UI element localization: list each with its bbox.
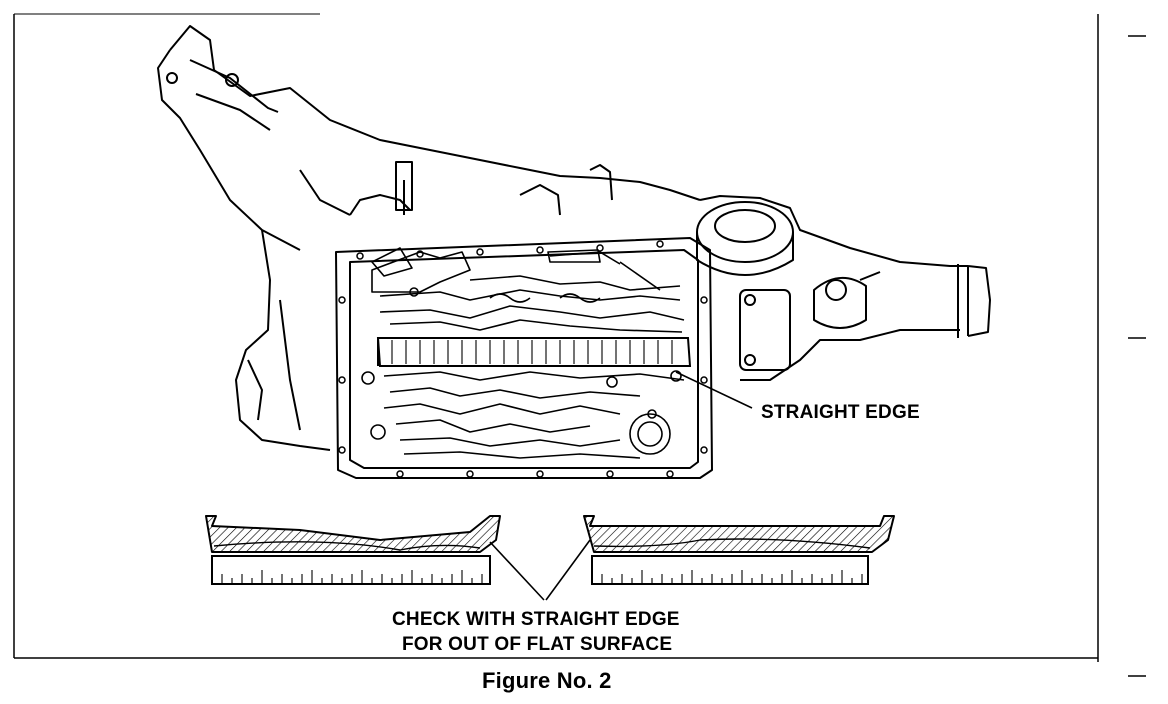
check-leader-lines xyxy=(489,539,591,601)
detail-right-surface xyxy=(583,515,895,553)
straight-edge-ruler xyxy=(376,337,692,367)
figure-frame xyxy=(13,13,1146,677)
figure-caption: Figure No. 2 xyxy=(482,668,612,693)
transmission-housing xyxy=(157,25,991,451)
straight-edge-label: STRAIGHT EDGE xyxy=(761,402,920,423)
check-instruction-line-2: FOR OUT OF FLAT SURFACE xyxy=(402,634,673,655)
detail-left-ruler xyxy=(211,555,491,585)
valve-body-pan-rail xyxy=(335,237,713,479)
detail-left-surface xyxy=(205,515,501,553)
check-instruction-line-1: CHECK WITH STRAIGHT EDGE xyxy=(392,609,680,630)
detail-right-ruler xyxy=(591,555,869,585)
valve-body-passages xyxy=(361,247,685,459)
straight-edge-leader xyxy=(675,371,753,409)
